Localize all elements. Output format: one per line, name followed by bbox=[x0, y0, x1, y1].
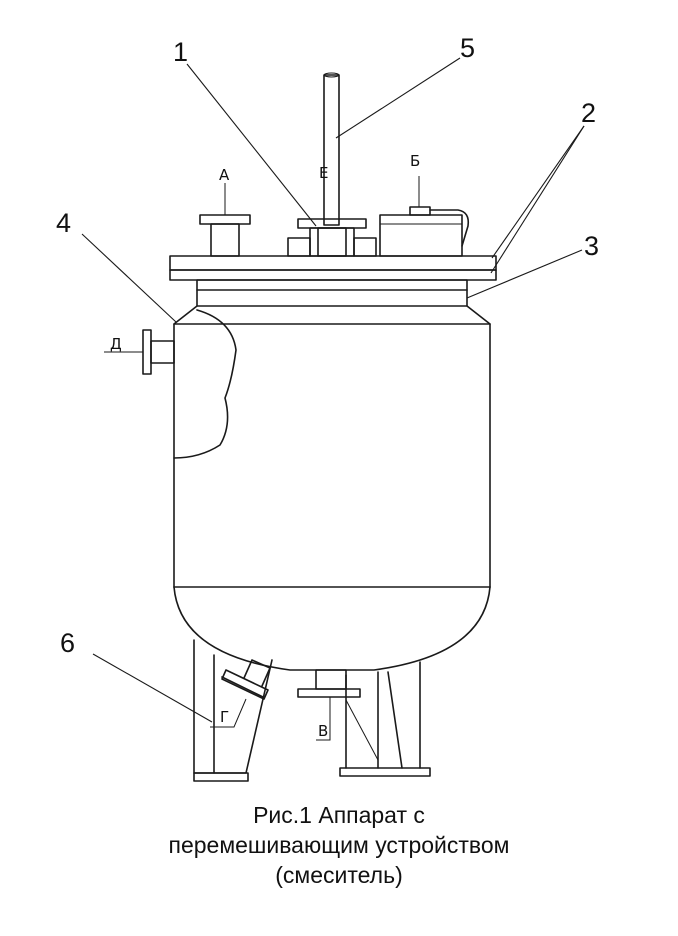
port-label-b: Б bbox=[410, 152, 420, 170]
lid-flange bbox=[169, 255, 497, 281]
vessel-shell bbox=[173, 279, 491, 671]
agitator-shaft bbox=[323, 72, 340, 226]
port-label-d: Д bbox=[110, 335, 122, 353]
nozzle-v bbox=[297, 669, 361, 741]
port-label-a: А bbox=[219, 166, 230, 184]
callout-3: 3 bbox=[584, 231, 599, 261]
callout-1: 1 bbox=[173, 37, 188, 67]
nozzle-d bbox=[104, 329, 175, 375]
nozzle-a bbox=[199, 183, 251, 257]
callout-6: 6 bbox=[60, 628, 75, 658]
callout-5: 5 bbox=[460, 33, 475, 63]
callout-2: 2 bbox=[581, 98, 596, 128]
hatch-b bbox=[379, 176, 470, 257]
nozzle-g bbox=[210, 659, 271, 728]
jacket-cutaway bbox=[173, 309, 237, 459]
caption-line-2: перемешивающим устройством bbox=[168, 832, 510, 858]
port-label-g: Г bbox=[220, 708, 229, 726]
leader-lines bbox=[81, 57, 585, 723]
caption-line-3: (смеситель) bbox=[275, 862, 403, 888]
figure-caption: Рис.1 Аппарат с перемешивающим устройств… bbox=[0, 800, 678, 890]
callout-4: 4 bbox=[56, 208, 71, 238]
port-label-e: Е bbox=[319, 164, 328, 182]
support-legs bbox=[193, 639, 431, 782]
caption-line-1: Рис.1 Аппарат с bbox=[253, 802, 425, 828]
port-label-v: В bbox=[318, 722, 328, 740]
